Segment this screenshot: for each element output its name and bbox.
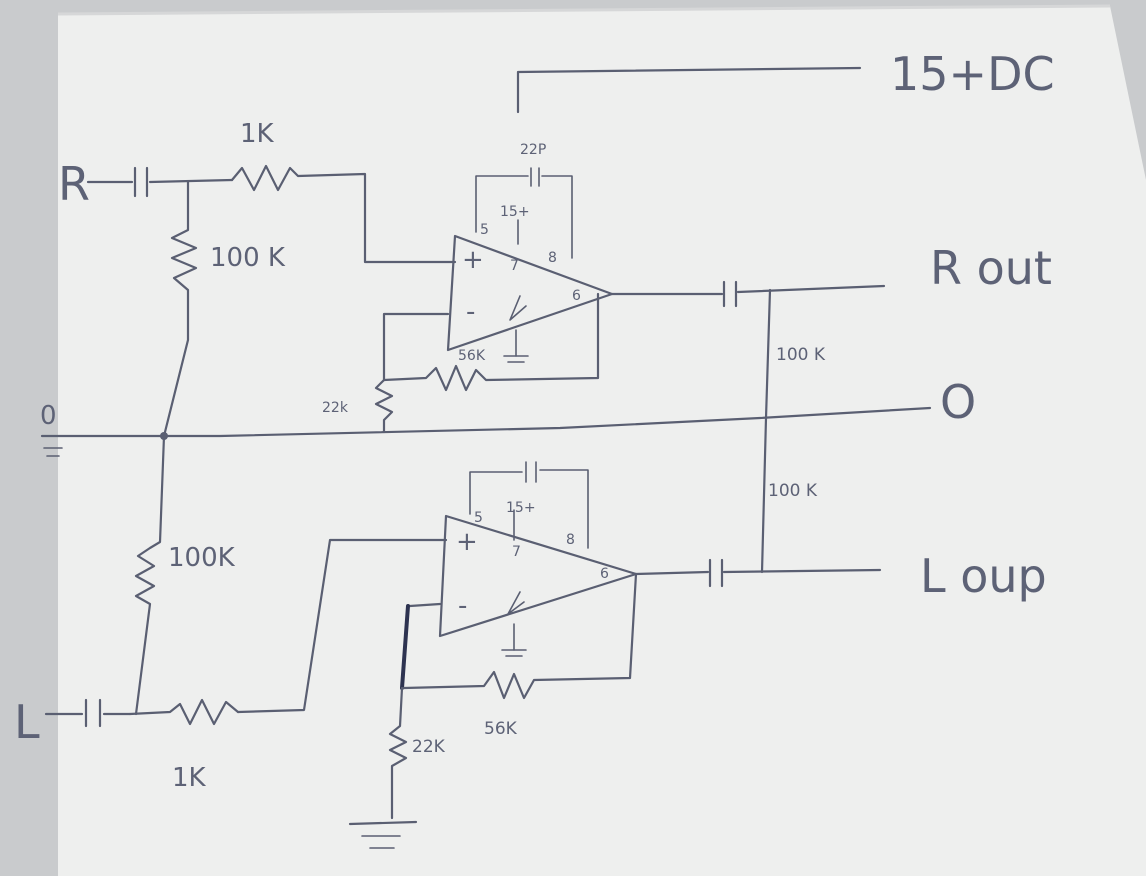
r-series-res-label: 1K	[240, 119, 275, 149]
r-out-res-label: 100 K	[776, 345, 826, 365]
l-out-resistor	[760, 416, 768, 574]
l-series-res-label: 1K	[172, 763, 207, 793]
top-opamp[interactable]	[446, 167, 614, 363]
top-pin8-label: 8	[548, 250, 557, 266]
top-pin15-label: 15+	[500, 204, 530, 220]
top-gnd-resistor	[374, 378, 394, 434]
ground-left-label: 0	[40, 401, 57, 431]
bot-minus-label: -	[458, 591, 467, 621]
bot-pin8-label: 8	[566, 532, 575, 548]
r-gnd-res-label: 22k	[322, 400, 349, 416]
ground-symbol-left	[43, 447, 63, 457]
top-pin6-label: 6	[572, 288, 581, 304]
r-input-label: R	[58, 157, 90, 211]
paper-edge	[57, 4, 1111, 16]
top-pin7-label: 7	[510, 258, 519, 274]
r-out-resistor	[764, 288, 772, 420]
bottom-inv-wire	[408, 602, 442, 608]
ground-right-label: O	[940, 375, 976, 429]
bottom-gnd-resistor	[388, 686, 408, 820]
l-out-wire	[722, 568, 882, 574]
r-bias-res-label: 100 K	[210, 243, 286, 273]
cap-22p-label: 22P	[520, 142, 546, 158]
bottom-feedback-resistor	[402, 572, 638, 700]
bottom-output-wire	[634, 570, 710, 576]
r-out-wire	[736, 284, 886, 294]
top-inv-wire	[382, 312, 450, 382]
r-bias-resistor	[162, 180, 198, 438]
bot-pin15-label: 15+	[506, 500, 536, 516]
r-node-wire	[148, 178, 234, 184]
r-series-resistor	[230, 164, 457, 264]
bot-pin5-label: 5	[474, 510, 483, 526]
l-output-capacitor	[708, 558, 724, 588]
supply-label: 15+DC	[890, 47, 1055, 101]
l-input-capacitor	[84, 698, 102, 728]
bottom-inv-node	[400, 604, 410, 690]
top-minus-label: -	[466, 297, 475, 327]
supply-wire	[516, 66, 862, 114]
r-feedback-res-label: 56K	[458, 348, 486, 364]
ground-symbol-bottom	[348, 820, 418, 849]
top-plus-label: +	[462, 245, 484, 275]
l-feedback-res-label: 56K	[484, 719, 518, 739]
top-feedback-resistor	[382, 292, 600, 392]
l-noninv-wire	[236, 538, 448, 714]
l-input-label: L	[14, 695, 40, 749]
r-input-capacitor	[133, 166, 149, 198]
bot-plus-label: +	[456, 527, 478, 557]
bot-pin6-label: 6	[600, 566, 609, 582]
paper-sheet	[58, 6, 1146, 876]
l-series-resistor	[128, 698, 240, 726]
r-output-label: R out	[930, 241, 1052, 295]
l-out-res-label: 100 K	[768, 481, 818, 501]
top-pin5-label: 5	[480, 222, 489, 238]
l-bias-res-label: 100K	[168, 543, 236, 573]
l-output-label: L oup	[920, 549, 1047, 603]
l-bias-resistor	[134, 434, 166, 716]
r-output-capacitor	[722, 280, 738, 308]
bottom-opamp[interactable]	[438, 461, 638, 657]
l-gnd-res-label: 22K	[412, 737, 446, 757]
bot-pin7-label: 7	[512, 544, 521, 560]
